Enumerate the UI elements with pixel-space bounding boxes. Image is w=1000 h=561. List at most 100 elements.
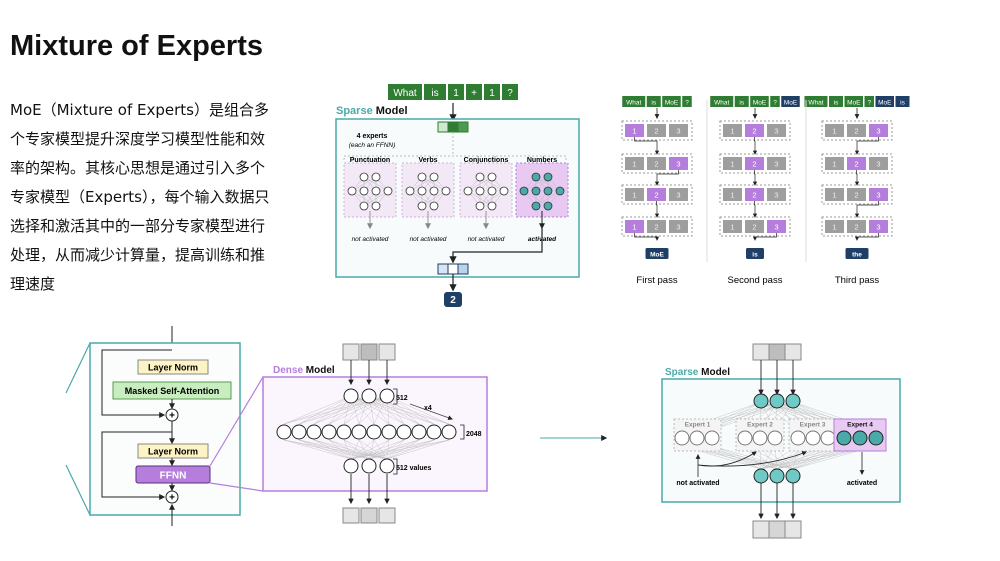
expert-cell-number: 1 [632, 191, 636, 200]
pass-label: Second pass [728, 275, 783, 286]
pass-route-arrow [854, 170, 860, 186]
connector-line [409, 176, 435, 192]
neuron-node [531, 201, 541, 211]
pass-input-token: is [834, 100, 839, 107]
expert-cell [825, 220, 844, 233]
prompt-token: What [393, 88, 417, 99]
ffnn-label: FFNN [160, 471, 187, 482]
neuron-node [441, 186, 451, 196]
expert-cell [745, 157, 764, 170]
expert-cell [647, 157, 666, 170]
expert-cell [745, 124, 764, 137]
experts-note-line1: 4 experts [357, 133, 388, 140]
expert-cell-number: 2 [654, 223, 658, 232]
sparse-input-cell [752, 343, 770, 361]
dense-edge [368, 439, 405, 460]
dense-edge [350, 439, 435, 460]
dense-multiplier: x4 [424, 405, 432, 412]
expert-label: Verbs [418, 157, 437, 164]
expert-neuron [737, 430, 753, 446]
dense-edge [386, 439, 420, 460]
pass-route-arrow [752, 201, 758, 218]
dense-bracket [460, 424, 465, 440]
expert-cell [723, 124, 742, 137]
dense-edge [386, 439, 405, 460]
expert-cell [723, 157, 742, 170]
prompt-token-box [502, 84, 518, 100]
connector-line [351, 176, 377, 192]
pass-layer-frame [719, 120, 791, 141]
expert-cell-number: 1 [632, 223, 636, 232]
pass-layer-frame [621, 153, 693, 174]
expert-cell [669, 124, 688, 137]
neuron-node [371, 186, 381, 196]
neuron-node [475, 186, 485, 196]
sparse-bottom-not-activated: not activated [676, 480, 719, 487]
annotation-arrow [697, 451, 807, 467]
neuron-node [531, 186, 541, 196]
neuron-node [359, 172, 369, 182]
expert-cell-number: 1 [632, 127, 636, 136]
pass-route-arrow [752, 170, 758, 186]
output-cell [447, 263, 459, 275]
dense-edge [368, 439, 390, 460]
pass-input-token-box [895, 96, 910, 107]
expert-label: Punctuation [350, 157, 390, 164]
sparse-output-cell [752, 520, 770, 539]
expert-cell-number: 3 [774, 191, 778, 200]
dense-edge [350, 439, 360, 460]
pass-layer-frame [621, 184, 693, 205]
expert-cell-number: 1 [832, 127, 836, 136]
expert-cell [647, 188, 666, 201]
page-title: Mixture of Experts [10, 30, 263, 62]
prompt-token: is [431, 88, 438, 99]
expert-cell-number: 2 [752, 160, 756, 169]
sparse-input-cell [768, 343, 786, 361]
pass-input-token: MoE [847, 100, 861, 107]
dense-input-cell [342, 343, 360, 361]
dense-output-cell [342, 507, 360, 524]
dense-edge [350, 439, 450, 460]
layer-norm-1 [137, 359, 209, 375]
dense-neuron [366, 424, 382, 440]
router-cell [457, 121, 469, 133]
neuron-node [429, 172, 439, 182]
expert-cell-number: 3 [876, 127, 880, 136]
expert-cell-number: 1 [730, 191, 734, 200]
expert-neuron [704, 430, 720, 446]
residual-add-1-label: + [169, 411, 175, 422]
neuron-node [429, 201, 439, 211]
pass-input-token-box [646, 96, 661, 107]
pass-input-token: MoE [878, 100, 892, 107]
dense-edge [373, 439, 388, 460]
router-cell [447, 121, 459, 133]
expert-neuron [836, 430, 852, 446]
router-cell [437, 121, 449, 133]
expert-cell [847, 157, 866, 170]
expert-cell [647, 124, 666, 137]
dense-edge [298, 395, 352, 425]
pass-input-token-box [844, 96, 863, 107]
pass-output-token: is [752, 252, 758, 259]
dense-edge [313, 395, 352, 425]
neuron-node [359, 186, 369, 196]
layer-norm-2-label: Layer Norm [148, 447, 198, 457]
neuron-node [543, 186, 553, 196]
sparse-output-neuron [769, 468, 785, 484]
expert-cell-number: 2 [654, 191, 658, 200]
pass-layer-frame [719, 184, 791, 205]
dense-edge [350, 439, 420, 460]
decoder-block: Layer Norm Masked Self-Attention + Layer… [65, 326, 264, 526]
expert-cell [869, 157, 888, 170]
expert-cell-number: 3 [876, 191, 880, 200]
output-token: 2 [450, 295, 456, 306]
expert-cell-number: 3 [676, 160, 680, 169]
expert-group-label: Expert 4 [847, 422, 873, 429]
expert-cell-number: 3 [774, 223, 778, 232]
dense-edge [328, 439, 352, 460]
dense-edge [350, 439, 375, 460]
expert-cell [647, 220, 666, 233]
neuron-node [475, 172, 485, 182]
